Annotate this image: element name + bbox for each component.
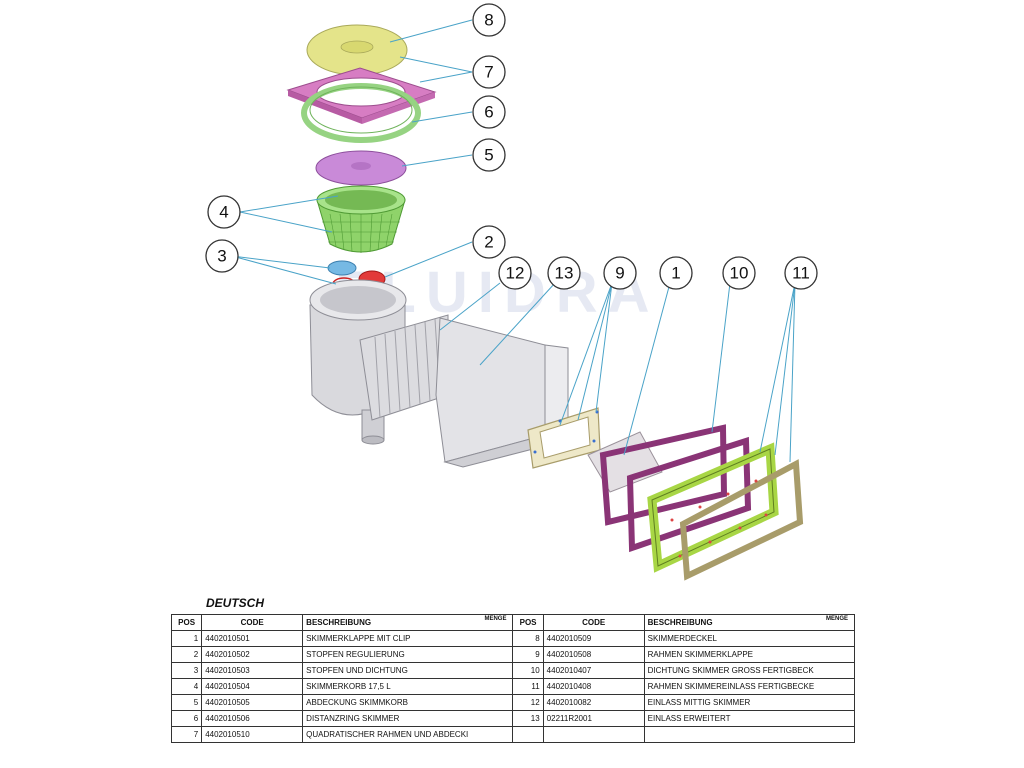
cell-code: 4402010082 — [542, 694, 645, 711]
svg-text:1: 1 — [671, 264, 680, 283]
cell-code: 4402010506 — [201, 710, 304, 727]
callout-6: 6 — [472, 95, 506, 129]
cell-desc: RAHMEN SKIMMEREINLASS FERTIGBECKE — [643, 678, 856, 695]
callout-1: 1 — [659, 256, 693, 290]
leader-lines — [231, 19, 796, 463]
svg-text:12: 12 — [506, 264, 525, 283]
part-12-center-inlet — [359, 314, 449, 421]
part-6-spacer-ring — [301, 83, 421, 143]
svg-text:9: 9 — [615, 264, 624, 283]
exploded-parts-diagram: FLUIDRA — [205, 3, 818, 581]
callout-13: 13 — [547, 256, 581, 290]
cell-desc: DISTANZRING SKIMMER — [302, 710, 514, 727]
svg-text:4: 4 — [219, 203, 228, 222]
cell-desc: ABDECKUNG SKIMMKORB — [302, 694, 514, 711]
svg-text:2: 2 — [484, 233, 493, 252]
cell-code: 4402010502 — [201, 646, 304, 663]
cell-code: 4402010510 — [201, 726, 304, 743]
cell-code — [542, 726, 645, 743]
svg-text:3: 3 — [217, 247, 226, 266]
header-code: CODE — [201, 614, 304, 631]
cell-desc: STOPFEN REGULIERUNG — [302, 646, 514, 663]
cell-code: 02211R2001 — [542, 710, 645, 727]
svg-text:8: 8 — [484, 11, 493, 30]
cell-desc: STOPFEN UND DICHTUNG — [302, 662, 514, 679]
cell-pos — [512, 726, 544, 743]
cell-pos: 12 — [512, 694, 544, 711]
cell-pos: 8 — [512, 630, 544, 647]
callout-3: 3 — [205, 239, 239, 273]
cell-pos: 5 — [170, 694, 203, 711]
part-7-square-frame — [286, 67, 437, 124]
svg-text:7: 7 — [484, 63, 493, 82]
cell-desc: EINLASS ERWEITERT — [643, 710, 856, 727]
header-pos: POS — [170, 614, 203, 631]
part-13-extended-inlet — [435, 317, 569, 468]
cell-pos: 9 — [512, 646, 544, 663]
cell-pos: 1 — [170, 630, 203, 647]
section-title-language: DEUTSCH — [206, 596, 265, 610]
part-8-skimmer-lid — [306, 24, 408, 76]
cell-desc: SKIMMERDECKEL — [643, 630, 856, 647]
part-10-skimmer-seal — [599, 424, 752, 553]
cell-pos: 13 — [512, 710, 544, 727]
cell-code: 4402010504 — [201, 678, 304, 695]
part-5-basket-cover — [315, 150, 407, 186]
part-9-flap-frame — [527, 407, 601, 469]
svg-text:10: 10 — [730, 264, 749, 283]
svg-text:5: 5 — [484, 146, 493, 165]
svg-text:11: 11 — [792, 264, 810, 283]
cell-desc: RAHMEN SKIMMERKLAPPE — [643, 646, 856, 663]
header-menge: MENGE — [825, 616, 848, 622]
cell-code: 4402010508 — [542, 646, 645, 663]
cell-code: 4402010408 — [542, 678, 645, 695]
cell-code: 4402010407 — [542, 662, 645, 679]
cell-desc: EINLASS MITTIG SKIMMER — [643, 694, 856, 711]
cell-desc: QUADRATISCHER RAHMEN UND ABDECKI — [302, 726, 514, 743]
callout-10: 10 — [722, 256, 756, 290]
skimmer-body — [309, 279, 569, 468]
cell-pos: 6 — [170, 710, 203, 727]
callout-12: 12 — [498, 256, 532, 290]
cell-code: 4402010503 — [201, 662, 304, 679]
cell-pos: 2 — [170, 646, 203, 663]
header-menge: MENGE — [484, 616, 507, 622]
callout-7: 7 — [472, 55, 506, 89]
cell-pos: 3 — [170, 662, 203, 679]
cell-pos: 11 — [512, 678, 544, 695]
callout-8: 8 — [472, 3, 506, 37]
header-pos: POS — [512, 614, 544, 631]
cell-code: 4402010505 — [201, 694, 304, 711]
svg-text:6: 6 — [484, 103, 493, 122]
callout-2: 2 — [472, 225, 506, 259]
cell-code: 4402010501 — [201, 630, 304, 647]
cell-pos: 4 — [170, 678, 203, 695]
cell-code: 4402010509 — [542, 630, 645, 647]
part-4-skimmer-basket — [316, 185, 406, 253]
callout-4: 4 — [207, 195, 241, 229]
svg-text:13: 13 — [555, 264, 574, 283]
header-code: CODE — [542, 614, 645, 631]
part-11-inlet-frame — [647, 442, 804, 581]
callout-5: 5 — [472, 138, 506, 172]
cell-pos: 10 — [512, 662, 544, 679]
callout-9: 9 — [603, 256, 637, 290]
cell-pos: 7 — [170, 726, 203, 743]
callout-11: 11 — [784, 256, 818, 290]
cell-desc: SKIMMERKORB 17,5 L — [302, 678, 514, 695]
cell-desc: DICHTUNG SKIMMER GROSS FERTIGBECK — [643, 662, 856, 679]
cell-desc — [643, 726, 856, 743]
cell-desc: SKIMMERKLAPPE MIT CLIP — [302, 630, 514, 647]
